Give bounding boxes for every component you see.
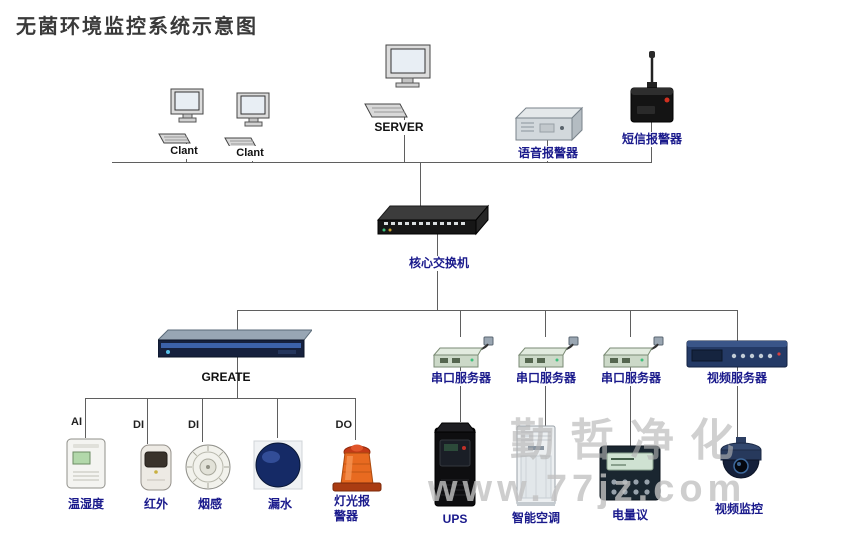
video-server-label: 视频服务器 bbox=[702, 371, 772, 386]
sms-alarm-label: 短信报警器 bbox=[620, 132, 684, 147]
connector-line bbox=[437, 234, 438, 310]
io-label-ai: AI bbox=[71, 416, 82, 428]
voice-alarm-label: 语音报警器 bbox=[514, 146, 582, 161]
connector-line bbox=[147, 398, 148, 444]
water-leak-label: 漏水 bbox=[267, 497, 292, 511]
io-label-di1: DI bbox=[133, 419, 144, 431]
connector-line bbox=[112, 162, 652, 163]
connector-line bbox=[737, 310, 738, 341]
core-switch-icon bbox=[376, 202, 490, 240]
connector-line bbox=[237, 357, 238, 398]
serial-server-icon bbox=[430, 336, 494, 372]
client-1-label: Clant bbox=[162, 144, 206, 159]
smoke-label: 烟感 bbox=[197, 497, 222, 511]
light-alarm-label: 灯光报警器 bbox=[334, 494, 371, 523]
connector-line bbox=[355, 398, 356, 440]
client-2-label: Clant bbox=[228, 146, 272, 161]
smart-ac-icon bbox=[514, 424, 558, 508]
serial-server-icon bbox=[600, 336, 664, 372]
connector-line bbox=[85, 398, 356, 399]
ups-label: UPS bbox=[442, 512, 468, 526]
connector-line bbox=[237, 310, 238, 330]
connector-line bbox=[237, 310, 737, 311]
io-label-di2: DI bbox=[188, 419, 199, 431]
connector-line bbox=[630, 367, 631, 446]
server-label: SERVER bbox=[364, 120, 434, 135]
power-meter-icon bbox=[598, 444, 662, 502]
ups-icon bbox=[432, 422, 478, 508]
client-computer-icon bbox=[158, 88, 210, 146]
smart-ac-label: 智能空调 bbox=[511, 511, 560, 525]
connector-line bbox=[545, 367, 546, 426]
voice-alarm-icon bbox=[512, 104, 584, 144]
video-server-icon bbox=[686, 336, 788, 370]
temp-humidity-sensor-icon bbox=[64, 438, 108, 490]
connector-line bbox=[404, 117, 405, 162]
connector-line bbox=[420, 162, 421, 206]
connector-line bbox=[460, 367, 461, 422]
page-title: 无菌环境监控系统示意图 bbox=[16, 16, 258, 38]
serial-server-icon bbox=[515, 336, 579, 372]
connector-line bbox=[545, 310, 546, 337]
connector-line bbox=[630, 310, 631, 337]
connector-line bbox=[202, 398, 203, 442]
connector-line bbox=[85, 398, 86, 438]
temp-humidity-label: 温湿度 bbox=[67, 497, 104, 511]
infrared-sensor-icon bbox=[134, 444, 178, 492]
server-computer-icon bbox=[364, 44, 434, 120]
greate-label: GREATE bbox=[201, 370, 251, 384]
video-camera-icon bbox=[712, 436, 768, 498]
sms-alarm-icon bbox=[622, 50, 682, 130]
core-switch-label: 核心交换机 bbox=[402, 256, 476, 271]
video-monitor-label: 视频监控 bbox=[714, 502, 763, 516]
greate-controller-icon bbox=[156, 328, 314, 362]
serial-server-3-label: 串口服务器 bbox=[596, 371, 666, 386]
water-leak-sensor-icon bbox=[252, 436, 304, 492]
client-computer-icon bbox=[224, 92, 276, 150]
connector-line bbox=[277, 398, 278, 438]
light-alarm-icon bbox=[328, 440, 386, 492]
connector-line bbox=[460, 310, 461, 337]
serial-server-2-label: 串口服务器 bbox=[511, 371, 581, 386]
power-meter-label: 电量议 bbox=[611, 508, 648, 522]
smoke-detector-icon bbox=[184, 442, 232, 492]
connector-line bbox=[737, 367, 738, 437]
serial-server-1-label: 串口服务器 bbox=[426, 371, 496, 386]
infrared-label: 红外 bbox=[143, 497, 168, 511]
io-label-do: DO bbox=[335, 419, 353, 431]
